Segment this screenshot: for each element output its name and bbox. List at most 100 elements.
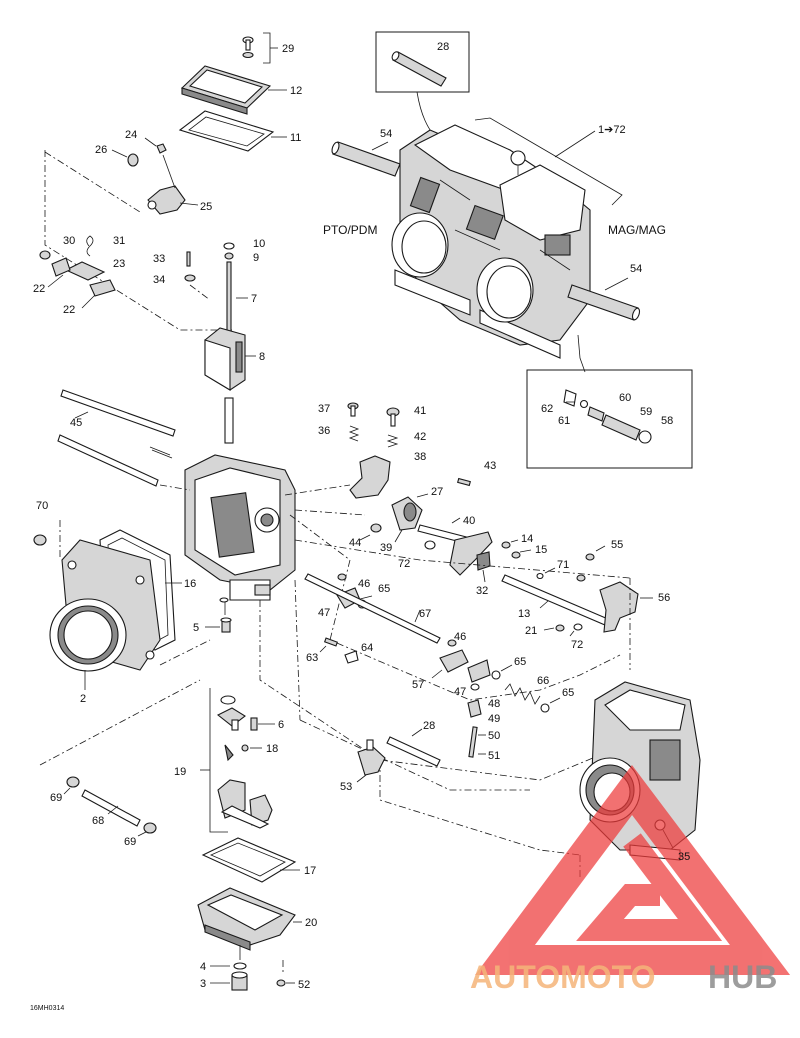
callout-46-a: 46 — [358, 578, 370, 590]
carburetor-assembly-pair — [331, 31, 693, 469]
part-69-clamp-upper — [66, 776, 80, 788]
part-41-screw — [386, 407, 400, 427]
callout-29: 29 — [282, 43, 294, 55]
part-47-lever-lower — [467, 659, 491, 683]
part-9-clip — [224, 252, 234, 260]
top-cover-stack — [39, 32, 287, 331]
callout-56: 56 — [658, 592, 670, 604]
callout-18: 18 — [266, 743, 278, 755]
part-19-float-assembly — [216, 695, 273, 829]
part-37-screw — [347, 402, 359, 417]
part-2-intake-adapter — [49, 539, 161, 672]
callout-36: 36 — [318, 425, 330, 437]
part-6-jet — [250, 717, 258, 731]
callout-60: 60 — [619, 392, 631, 404]
part-50-needle — [468, 726, 478, 758]
watermark-text-hub: HUB — [708, 959, 777, 995]
callout-68: 68 — [92, 815, 104, 827]
part-7-lower-stem — [224, 397, 234, 444]
part-26-washer — [127, 153, 139, 167]
part-55-screw-b — [576, 574, 586, 582]
callout-40: 40 — [463, 515, 475, 527]
callout-72-b: 72 — [571, 639, 583, 651]
callout-4: 4 — [200, 961, 206, 973]
part-17-bowl-gasket — [201, 837, 297, 883]
part-22-link-lower — [89, 279, 116, 297]
callout-41: 41 — [414, 405, 426, 417]
part-12-cover — [180, 65, 272, 115]
callout-32: 32 — [476, 585, 488, 597]
callout-45: 45 — [70, 417, 82, 429]
part-69-clamp-lower — [143, 822, 157, 834]
callout-43: 43 — [484, 460, 496, 472]
logo-triangle-icon — [475, 764, 791, 975]
label-pto: PTO/PDM — [323, 223, 377, 237]
callout-69-b: 69 — [124, 836, 136, 848]
part-4-washer — [233, 962, 247, 970]
callout-22-a: 22 — [33, 283, 45, 295]
callout-26: 26 — [95, 144, 107, 156]
part-48-washer — [470, 683, 480, 691]
part-72-washer-b — [573, 623, 583, 631]
callout-64: 64 — [361, 642, 373, 654]
callout-7: 7 — [251, 293, 257, 305]
callout-30: 30 — [63, 235, 75, 247]
watermark-text-automoto: AUTOMOTO — [470, 959, 655, 995]
part-42-spring — [386, 434, 399, 448]
callout-39: 39 — [380, 542, 392, 554]
part-54-shaft-right — [567, 284, 641, 321]
label-mag: MAG/MAG — [608, 223, 666, 237]
callout-38: 38 — [414, 451, 426, 463]
callout-10: 10 — [253, 238, 265, 250]
part-58-62-inset-box — [526, 369, 693, 469]
callout-16: 16 — [184, 578, 196, 590]
callout-63: 63 — [306, 652, 318, 664]
callout-28-mid: 28 — [423, 720, 435, 732]
part-25-lever — [147, 154, 186, 215]
part-31-spring — [86, 235, 94, 257]
callout-54-b: 54 — [630, 263, 642, 275]
callout-22-b: 22 — [63, 304, 75, 316]
callout-12: 12 — [290, 85, 302, 97]
callout-69-a: 69 — [50, 792, 62, 804]
part-32-lever — [449, 531, 493, 576]
callout-28-top: 28 — [437, 41, 449, 53]
callout-48: 48 — [488, 698, 500, 710]
part-30-clip — [39, 250, 51, 260]
callout-13: 13 — [518, 608, 530, 620]
part-20-float-bowl — [197, 887, 296, 951]
part-66-spring — [504, 683, 541, 705]
callout-33: 33 — [153, 253, 165, 265]
callout-62: 62 — [541, 403, 553, 415]
callout-19: 19 — [174, 766, 186, 778]
part-15-nut — [511, 551, 521, 559]
callout-66: 66 — [537, 675, 549, 687]
callout-49: 49 — [488, 713, 500, 725]
part-18-pin — [241, 744, 249, 752]
callout-47-b: 47 — [454, 686, 466, 698]
callout-2: 2 — [80, 693, 86, 705]
part-49-holder — [467, 699, 482, 718]
callout-17: 17 — [304, 865, 316, 877]
part-46-clip-upper — [337, 573, 347, 581]
part-22-link-upper — [51, 257, 71, 277]
middle-shaft-assembly — [347, 402, 556, 583]
callout-27: 27 — [431, 486, 443, 498]
callout-55: 55 — [611, 539, 623, 551]
part-28-rod-lower — [386, 736, 441, 767]
callout-65-a: 65 — [378, 583, 390, 595]
callout-52: 52 — [298, 979, 310, 991]
part-24-nut — [156, 143, 167, 154]
part-34-clip — [184, 274, 196, 282]
part-3-drain-plug — [231, 971, 248, 991]
callout-15: 15 — [535, 544, 547, 556]
part-7-needle — [226, 261, 232, 333]
part-23-bracket — [64, 261, 106, 281]
part-38-bracket — [349, 455, 391, 499]
part-52-screw — [276, 979, 286, 987]
part-63-screw — [323, 637, 339, 647]
callout-54-a: 54 — [380, 128, 392, 140]
callout-59: 59 — [640, 406, 652, 418]
callout-20: 20 — [305, 917, 317, 929]
callout-65-c: 65 — [562, 687, 574, 699]
